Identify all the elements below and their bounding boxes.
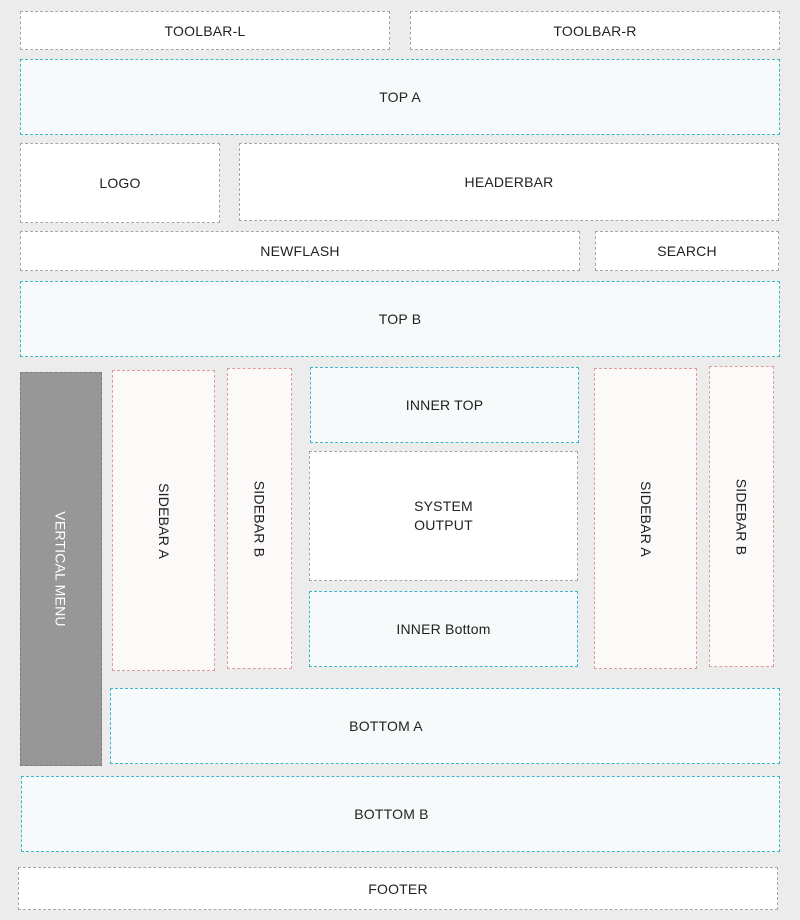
- sidebar-a-left-label: SIDEBAR A: [155, 482, 172, 559]
- search-region: SEARCH: [595, 231, 779, 271]
- top-b-region: TOP B: [20, 281, 780, 357]
- sidebar-a-right-region: SIDEBAR A: [594, 368, 697, 669]
- system-output-label: SYSTEM OUTPUT: [414, 498, 473, 533]
- sidebar-b-left-region: SIDEBAR B: [227, 368, 292, 669]
- toolbar-l-region: TOOLBAR-L: [20, 11, 390, 50]
- vertical-menu-label: VERTICAL MENU: [53, 511, 69, 627]
- toolbar-r-region: TOOLBAR-R: [410, 11, 780, 50]
- sidebar-b-right-label: SIDEBAR B: [733, 478, 750, 555]
- toolbar-r-label: TOOLBAR-R: [553, 22, 637, 39]
- inner-bottom-region: INNER Bottom: [309, 591, 578, 667]
- logo-label: LOGO: [99, 175, 141, 191]
- inner-top-region: INNER TOP: [310, 367, 579, 443]
- bottom-a-label: BOTTOM A: [349, 718, 423, 734]
- bottom-b-region: BOTTOM B: [21, 776, 780, 852]
- footer-label: FOOTER: [368, 880, 428, 897]
- inner-top-label: INNER TOP: [405, 397, 484, 413]
- bottom-b-label: BOTTOM B: [354, 806, 429, 822]
- headerbar-label: HEADERBAR: [464, 174, 554, 190]
- search-label: SEARCH: [657, 243, 717, 259]
- footer-region: FOOTER: [18, 867, 778, 910]
- sidebar-a-right-label: SIDEBAR A: [637, 480, 654, 557]
- inner-bottom-label: INNER Bottom: [396, 621, 491, 637]
- bottom-a-region: BOTTOM A: [110, 688, 780, 764]
- newflash-region: NEWFLASH: [20, 231, 580, 271]
- newflash-label: NEWFLASH: [260, 243, 340, 259]
- sidebar-b-right-region: SIDEBAR B: [709, 366, 774, 667]
- top-b-label: TOP B: [378, 311, 422, 327]
- vertical-menu-region: VERTICAL MENU: [20, 372, 102, 766]
- headerbar-region: HEADERBAR: [239, 143, 779, 221]
- sidebar-a-left-region: SIDEBAR A: [112, 370, 215, 671]
- logo-region: LOGO: [20, 143, 220, 223]
- top-a-label: TOP A: [379, 89, 421, 105]
- sidebar-b-left-label: SIDEBAR B: [251, 480, 268, 557]
- top-a-region: TOP A: [20, 59, 780, 135]
- toolbar-l-label: TOOLBAR-L: [164, 22, 246, 39]
- system-output-region: SYSTEM OUTPUT: [309, 451, 578, 581]
